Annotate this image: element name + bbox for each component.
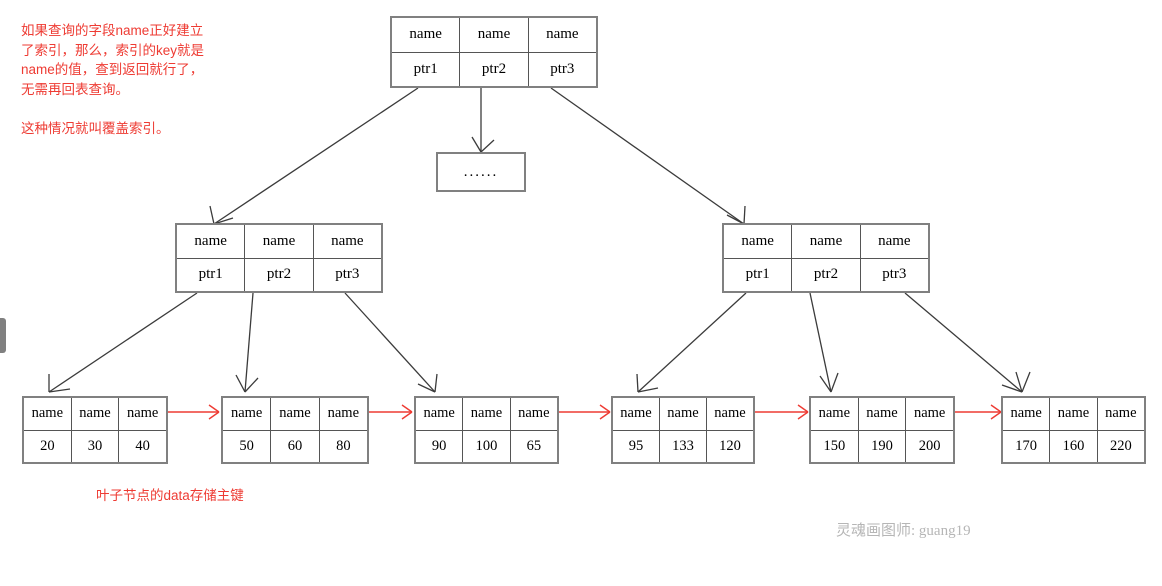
internal-right-key-2: name: [878, 232, 911, 249]
node-placeholder-ellipsis[interactable]: ......: [436, 152, 526, 192]
leaf-1-value-1: 30: [72, 430, 120, 462]
leaf-link-2-to-3: [369, 404, 413, 420]
leaf-1-value-2: 40: [135, 437, 150, 454]
internal-left-key-0: name: [177, 225, 246, 258]
leaf-2-key-2: name: [327, 405, 360, 422]
leaf-1-key-2: name: [126, 405, 159, 422]
leaf-link-1-to-2: [168, 404, 220, 420]
leaf-6-key-1: name: [1050, 398, 1098, 430]
edge-left-internal-to-leaf-1: [48, 292, 198, 393]
leaf-2-value-2: 80: [336, 437, 351, 454]
node-leaf-5[interactable]: name name name 150 190 200: [809, 396, 955, 464]
leaf-5-key-0: name: [811, 398, 859, 430]
leaf-6-value-0: 170: [1003, 430, 1051, 462]
internal-right-pointer-2: ptr3: [882, 266, 907, 283]
leaf-2-value-0: 50: [223, 430, 272, 462]
internal-left-pointer-0: ptr1: [177, 258, 246, 291]
leaf-5-value-1: 190: [859, 430, 907, 462]
root-key-2: name: [546, 26, 579, 43]
leaf-5-key-1: name: [859, 398, 907, 430]
node-root[interactable]: name name name ptr1 ptr2 ptr3: [390, 16, 598, 88]
leaf-4-value-0: 95: [613, 430, 660, 462]
leaf-3-value-0: 90: [416, 430, 464, 462]
internal-right-key-0: name: [724, 225, 793, 258]
edge-left-internal-to-leaf-3: [344, 292, 438, 393]
leaf-3-key-0: name: [416, 398, 464, 430]
edge-root-to-right-internal: [550, 87, 746, 225]
leaf-5-key-2: name: [913, 405, 946, 422]
leaf-link-5-to-6: [955, 404, 1002, 420]
internal-right-pointer-1: ptr2: [792, 258, 861, 291]
internal-right-pointer-0: ptr1: [724, 258, 793, 291]
leaf-5-value-0: 150: [811, 430, 859, 462]
leaf-6-key-0: name: [1003, 398, 1051, 430]
leaf-link-4-to-5: [755, 404, 809, 420]
leaf-6-key-2: name: [1105, 405, 1137, 422]
edge-root-to-left-internal: [209, 87, 419, 225]
leaf-4-key-0: name: [613, 398, 660, 430]
leaf-2-key-0: name: [223, 398, 272, 430]
leaf-1-value-0: 20: [24, 430, 72, 462]
watermark-author: 灵魂画图师: guang19: [836, 523, 971, 539]
node-leaf-2[interactable]: name name name 50 60 80: [221, 396, 369, 464]
leaf-1-key-0: name: [24, 398, 72, 430]
annotation-covering-index: 如果查询的字段name正好建立 了索引，那么，索引的key就是 name的值，查…: [21, 23, 205, 136]
leaf-4-key-1: name: [660, 398, 707, 430]
leaf-4-key-2: name: [714, 405, 746, 422]
node-leaf-1[interactable]: name name name 20 30 40: [22, 396, 168, 464]
internal-left-key-2: name: [331, 232, 364, 249]
leaf-4-value-2: 120: [719, 437, 741, 454]
internal-right-key-1: name: [792, 225, 861, 258]
node-leaf-4[interactable]: name name name 95 133 120: [611, 396, 755, 464]
node-internal-left[interactable]: name name name ptr1 ptr2 ptr3: [175, 223, 383, 293]
leaf-3-key-1: name: [463, 398, 511, 430]
leaf-6-value-2: 220: [1109, 437, 1132, 454]
leaf-3-value-1: 100: [463, 430, 511, 462]
root-pointer-2: ptr3: [550, 60, 575, 77]
leaf-5-value-2: 200: [918, 437, 941, 454]
annotation-leaf-primary-key: 叶子节点的data存储主键: [96, 488, 244, 503]
edge-right-internal-to-leaf-6: [904, 292, 1031, 393]
leaf-6-value-1: 160: [1050, 430, 1098, 462]
scrollbar-nub[interactable]: [0, 318, 6, 353]
root-pointer-1: ptr2: [460, 52, 529, 86]
leaf-1-key-1: name: [72, 398, 120, 430]
node-leaf-6[interactable]: name name name 170 160 220: [1001, 396, 1146, 464]
leaf-3-key-2: name: [518, 405, 550, 422]
leaf-2-key-1: name: [271, 398, 320, 430]
edge-right-internal-to-leaf-5: [809, 292, 839, 393]
leaf-link-3-to-4: [559, 404, 611, 420]
internal-left-pointer-1: ptr2: [245, 258, 314, 291]
edge-root-to-placeholder: [471, 88, 495, 153]
edge-left-internal-to-leaf-2: [235, 292, 259, 393]
edge-right-internal-to-leaf-4: [636, 292, 747, 393]
node-internal-right[interactable]: name name name ptr1 ptr2 ptr3: [722, 223, 930, 293]
leaf-3-value-2: 65: [526, 437, 542, 454]
root-pointer-0: ptr1: [392, 52, 461, 86]
node-leaf-3[interactable]: name name name 90 100 65: [414, 396, 559, 464]
root-key-1: name: [460, 18, 529, 52]
internal-left-key-1: name: [245, 225, 314, 258]
root-key-0: name: [392, 18, 461, 52]
leaf-4-value-1: 133: [660, 430, 707, 462]
leaf-2-value-1: 60: [271, 430, 320, 462]
internal-left-pointer-2: ptr3: [335, 266, 360, 283]
